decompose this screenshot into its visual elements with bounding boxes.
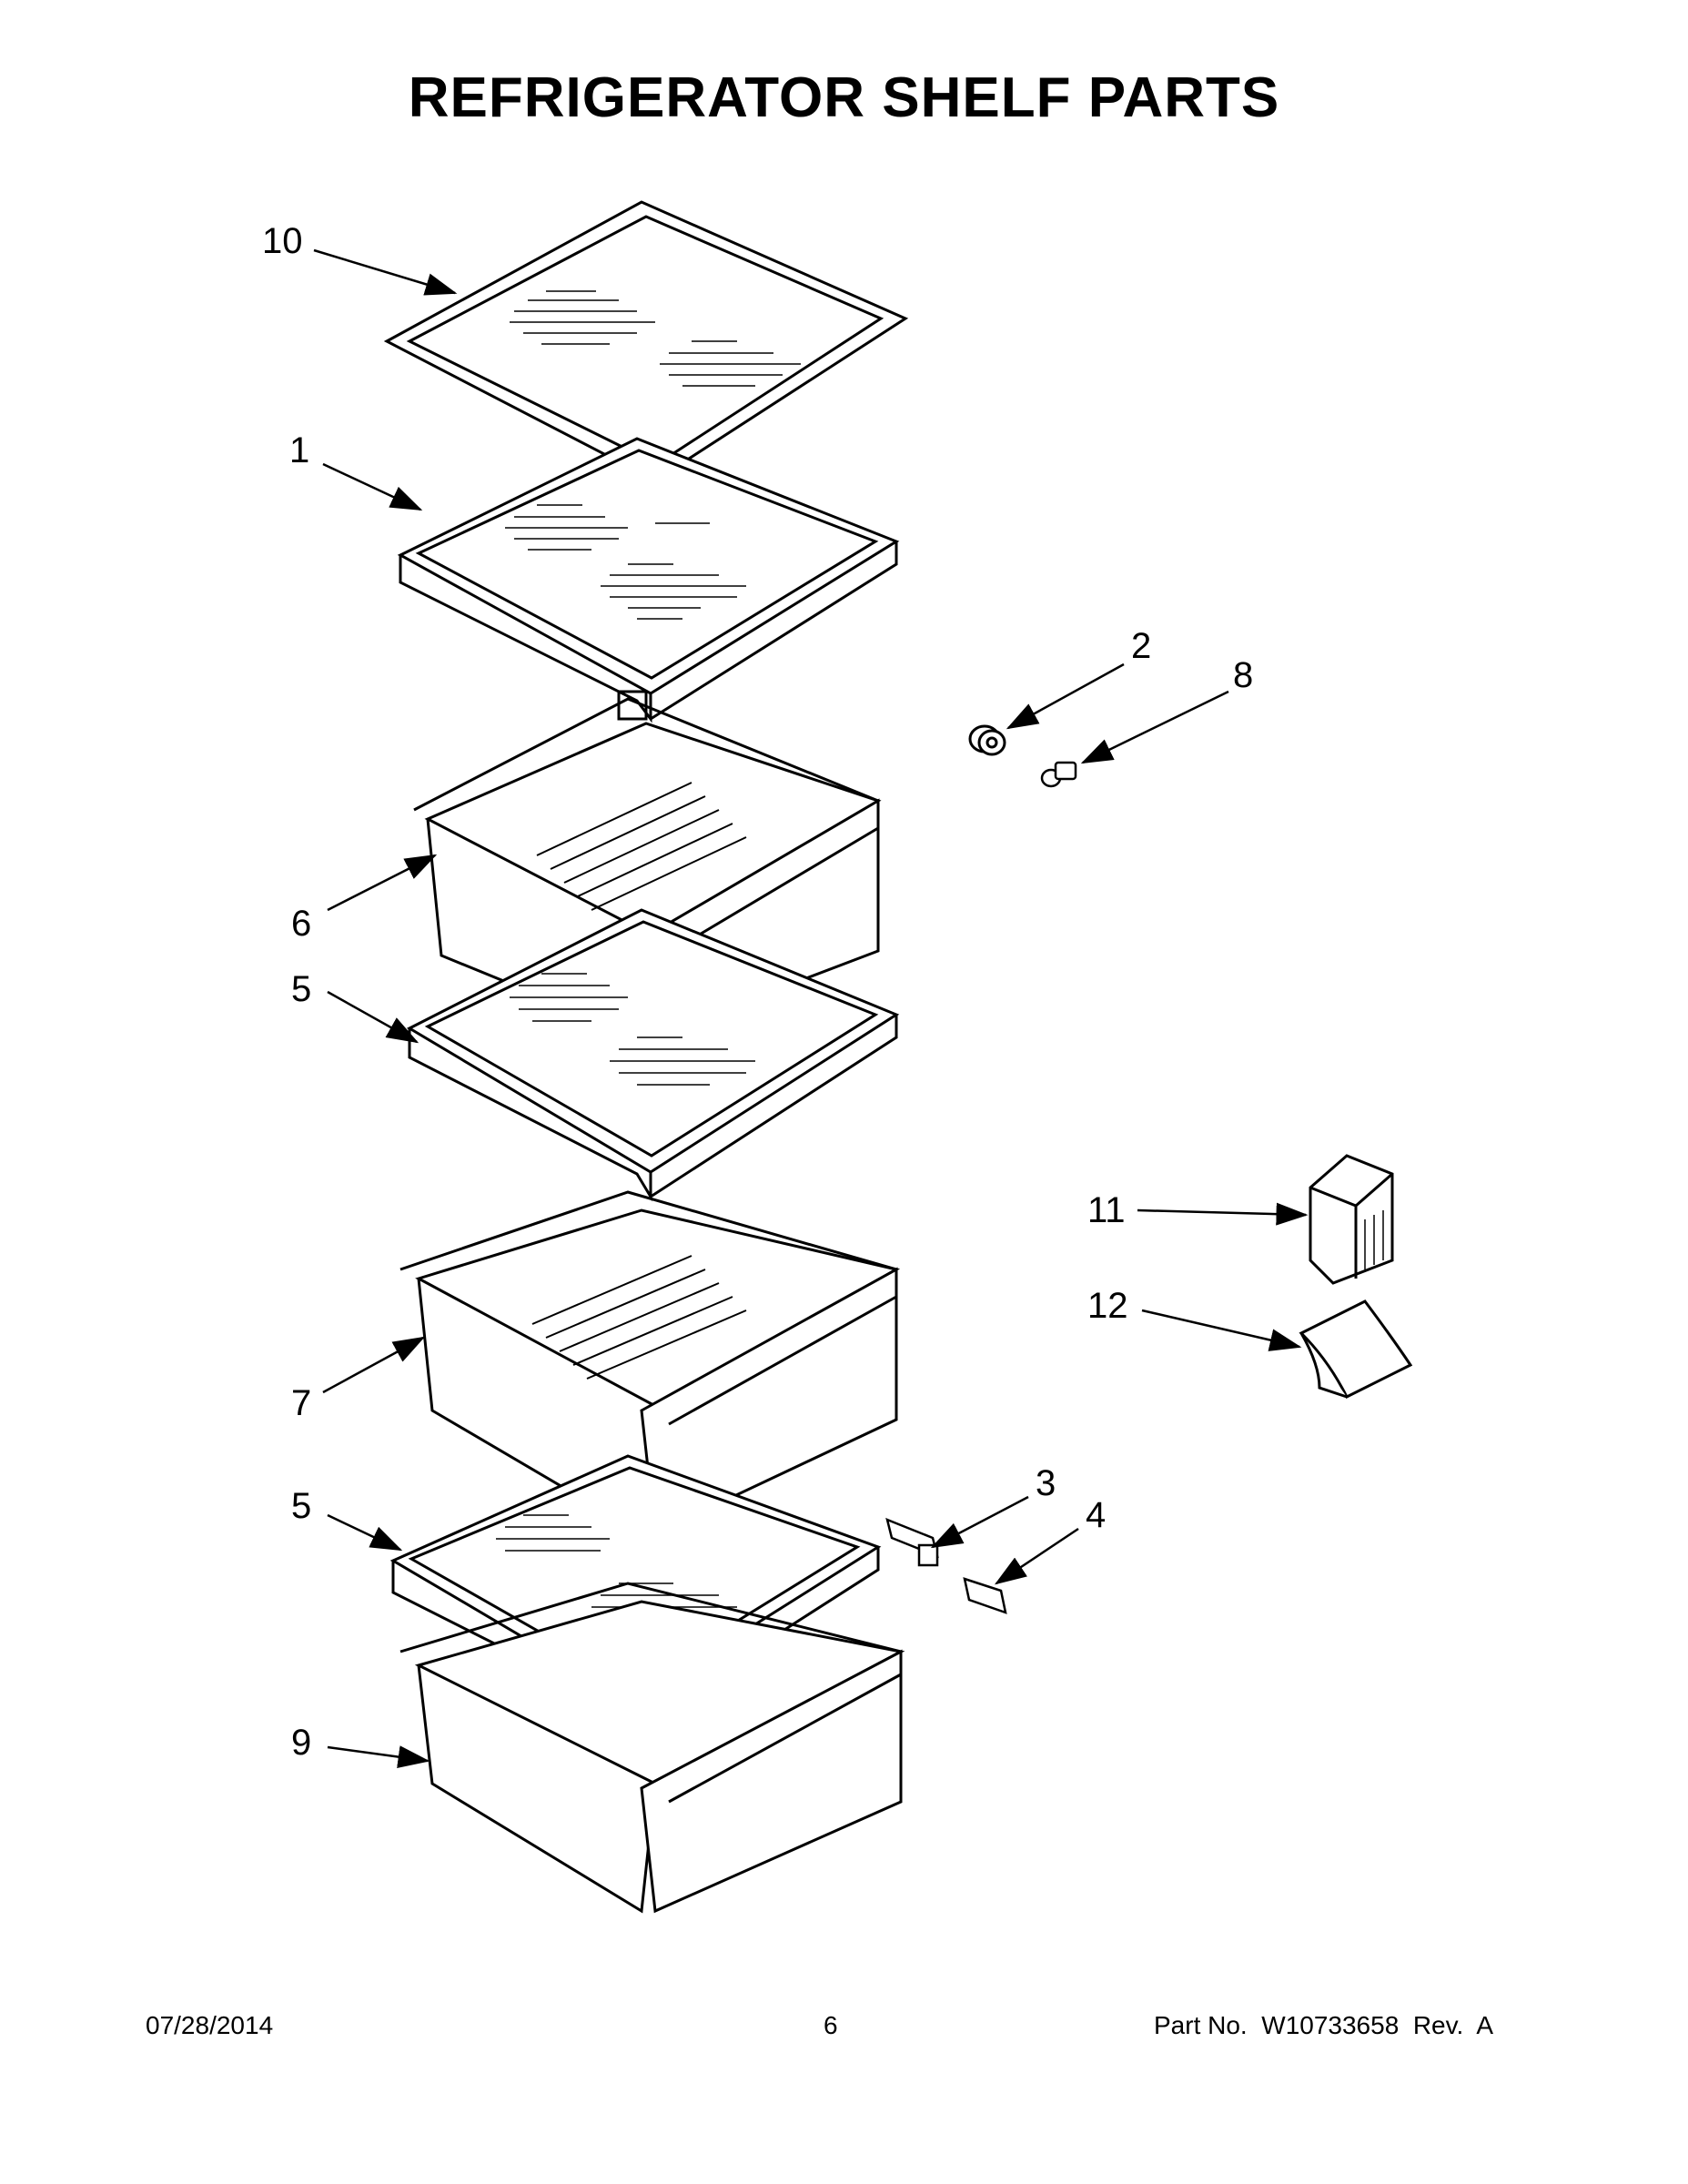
callout-10: 10 [262, 221, 303, 261]
part-11-cover [1309, 1154, 1394, 1285]
callout-2: 2 [1131, 626, 1152, 666]
leader-arrow-10 [313, 248, 458, 296]
part-5-shelf-frame-upper [406, 908, 900, 1202]
leader-arrow-8 [1080, 690, 1229, 764]
part-6-crisper-drawer [413, 697, 882, 1040]
part-2-roller [968, 724, 1006, 756]
part-8-pin [1040, 761, 1077, 788]
leader-arrow-3 [930, 1495, 1029, 1549]
leader-arrow-4 [994, 1527, 1079, 1585]
footer-part-number: Part No. W10733658 Rev. A [1154, 2011, 1494, 2039]
leader-arrow-2 [1006, 662, 1125, 730]
callout-8: 8 [1233, 655, 1254, 695]
part-4-clip [963, 1577, 1007, 1614]
leader-arrow-5-upper [327, 990, 419, 1044]
part-12-bracket [1299, 1299, 1413, 1400]
leader-arrow-6 [327, 854, 438, 912]
callout-3: 3 [1036, 1463, 1056, 1503]
callout-1: 1 [289, 430, 310, 470]
page-title: REFRIGERATOR SHELF PARTS [408, 66, 1280, 129]
leader-arrow-9 [327, 1745, 430, 1768]
callout-6: 6 [291, 904, 312, 944]
callout-5-lower: 5 [291, 1486, 312, 1526]
leader-arrow-11 [1137, 1202, 1309, 1226]
leader-arrow-1 [322, 462, 423, 511]
part-10-glass-shelf [383, 200, 909, 482]
callout-11: 11 [1087, 1190, 1126, 1230]
callout-12: 12 [1087, 1286, 1128, 1326]
callout-7: 7 [291, 1383, 312, 1423]
footer-date: 07/28/2014 [146, 2011, 274, 2039]
callout-5-upper: 5 [291, 969, 312, 1009]
part-3-clip [885, 1517, 939, 1567]
leader-arrow-5-lower [327, 1513, 403, 1552]
callout-9: 9 [291, 1723, 312, 1763]
part-9-bottom-drawer [399, 1582, 905, 1914]
leader-arrow-7 [322, 1336, 426, 1394]
leader-arrow-12 [1141, 1309, 1302, 1351]
footer-page-number: 6 [824, 2011, 838, 2039]
callout-4: 4 [1086, 1495, 1107, 1535]
part-1-shelf-frame [397, 437, 900, 723]
